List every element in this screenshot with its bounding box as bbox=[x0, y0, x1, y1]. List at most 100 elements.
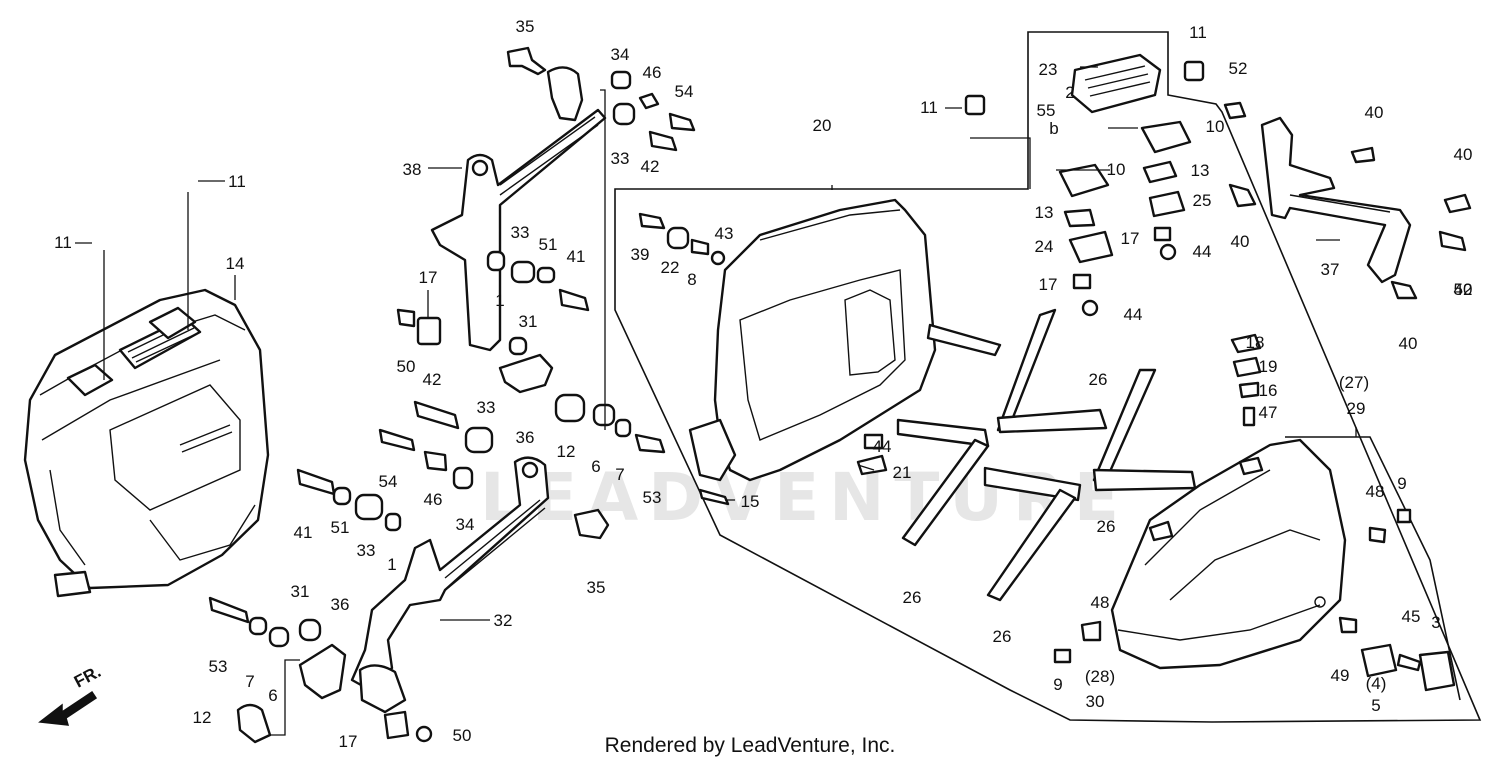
hardware-upper bbox=[296, 70, 696, 532]
callout-34: 34 bbox=[611, 45, 630, 64]
hardware-lower bbox=[208, 596, 433, 744]
callout-44: 44 bbox=[1124, 305, 1143, 324]
callout-25: 25 bbox=[1193, 191, 1212, 210]
callout-12: 12 bbox=[193, 708, 212, 727]
callout-10: 10 bbox=[1206, 117, 1225, 136]
callout-50: 50 bbox=[453, 726, 472, 745]
callout-26: 26 bbox=[1089, 370, 1108, 389]
callout-40: 40 bbox=[1365, 103, 1384, 122]
callout-17: 17 bbox=[419, 268, 438, 287]
left-stay-upper bbox=[430, 46, 607, 352]
callout-44: 44 bbox=[1193, 242, 1212, 261]
callout-26: 26 bbox=[993, 627, 1012, 646]
callout-36: 36 bbox=[331, 595, 350, 614]
callout-46: 46 bbox=[643, 63, 662, 82]
callout-31: 31 bbox=[291, 582, 310, 601]
lid-group-outline bbox=[1285, 436, 1461, 701]
callout-19: 19 bbox=[1259, 357, 1278, 376]
callout-42: 42 bbox=[641, 157, 660, 176]
callout-35: 35 bbox=[587, 578, 606, 597]
callout-33: 33 bbox=[357, 541, 376, 560]
callout-40: 40 bbox=[1454, 280, 1473, 299]
callout-44: 44 bbox=[873, 437, 892, 456]
callout-1: 1 bbox=[387, 555, 396, 574]
callout-41: 41 bbox=[567, 247, 586, 266]
callout-53: 53 bbox=[209, 657, 228, 676]
callout-22: 22 bbox=[661, 258, 680, 277]
callout-11: 11 bbox=[920, 98, 938, 117]
callout-11: 11 bbox=[1189, 23, 1207, 42]
callout-40: 40 bbox=[1399, 334, 1418, 353]
callout-40: 40 bbox=[1454, 145, 1473, 164]
callout-17: 17 bbox=[339, 732, 358, 751]
callout-20: 20 bbox=[813, 116, 832, 135]
callout-48: 48 bbox=[1091, 593, 1110, 612]
callout-37: 37 bbox=[1321, 260, 1340, 279]
callout-12: 12 bbox=[557, 442, 576, 461]
callout-7: 7 bbox=[245, 672, 254, 691]
callout-14: 14 bbox=[226, 254, 245, 273]
callout-11: 11 bbox=[228, 172, 246, 191]
callout-51: 51 bbox=[331, 518, 350, 537]
callout-18: 18 bbox=[1246, 333, 1265, 352]
callout-9: 9 bbox=[1397, 474, 1406, 493]
callout-39: 39 bbox=[631, 245, 650, 264]
callout-41: 41 bbox=[294, 523, 313, 542]
callout-48: 48 bbox=[1366, 482, 1385, 501]
callout-24: 24 bbox=[1035, 237, 1054, 256]
direction-label: FR. bbox=[71, 662, 104, 692]
callout-32: 32 bbox=[494, 611, 513, 630]
callout-33: 33 bbox=[611, 149, 630, 168]
callout-13: 13 bbox=[1035, 203, 1054, 222]
callout-15: 15 bbox=[741, 492, 760, 511]
callout-40: 40 bbox=[1231, 232, 1250, 251]
callout-21: 21 bbox=[893, 463, 912, 482]
callout-35: 35 bbox=[516, 17, 535, 36]
inner-case bbox=[688, 198, 1002, 482]
callout-34: 34 bbox=[456, 515, 475, 534]
callout-55: 55 bbox=[1037, 101, 1056, 120]
left-saddlebag bbox=[23, 288, 270, 598]
callout-23: 23 bbox=[1039, 60, 1058, 79]
callout-2: 2 bbox=[1065, 83, 1074, 102]
callout-13: 13 bbox=[1191, 161, 1210, 180]
latch-parts bbox=[638, 212, 1262, 506]
callout-52: 52 bbox=[1229, 59, 1248, 78]
assembly-group-outline bbox=[614, 31, 1482, 723]
callout-43: 43 bbox=[715, 224, 734, 243]
callout-30: 30 bbox=[1086, 692, 1105, 711]
callout-9: 9 bbox=[1053, 675, 1062, 694]
callout-51: 51 bbox=[539, 235, 558, 254]
callout-50: 50 bbox=[397, 357, 416, 376]
left-stay-lower bbox=[350, 456, 610, 714]
callout-33: 33 bbox=[511, 223, 530, 242]
callout-3: 3 bbox=[1431, 613, 1440, 632]
callout-26: 26 bbox=[903, 588, 922, 607]
straps bbox=[896, 308, 1197, 602]
callout-17: 17 bbox=[1121, 229, 1140, 248]
callout-26: 26 bbox=[1097, 517, 1116, 536]
callout-6: 6 bbox=[591, 457, 600, 476]
callout-31: 31 bbox=[519, 312, 538, 331]
callout-p28p: (28) bbox=[1085, 667, 1115, 686]
callout-10: 10 bbox=[1107, 160, 1126, 179]
callout-54: 54 bbox=[379, 472, 398, 491]
callout-5: 5 bbox=[1371, 696, 1380, 715]
callout-p27p: (27) bbox=[1339, 373, 1369, 392]
leader-lines bbox=[75, 66, 1357, 736]
callout-45: 45 bbox=[1402, 607, 1421, 626]
callout-8: 8 bbox=[687, 270, 696, 289]
callout-17: 17 bbox=[1039, 275, 1058, 294]
callout-29: 29 bbox=[1347, 399, 1366, 418]
callout-49: 49 bbox=[1331, 666, 1350, 685]
callout-53: 53 bbox=[643, 488, 662, 507]
callout-54: 54 bbox=[675, 82, 694, 101]
callout-11: 11 bbox=[54, 233, 72, 252]
callout-1: 1 bbox=[495, 291, 504, 310]
right-bracket bbox=[1228, 116, 1472, 300]
callout-47: 47 bbox=[1259, 403, 1278, 422]
callout-p4p: (4) bbox=[1366, 674, 1387, 693]
callout-7: 7 bbox=[615, 465, 624, 484]
